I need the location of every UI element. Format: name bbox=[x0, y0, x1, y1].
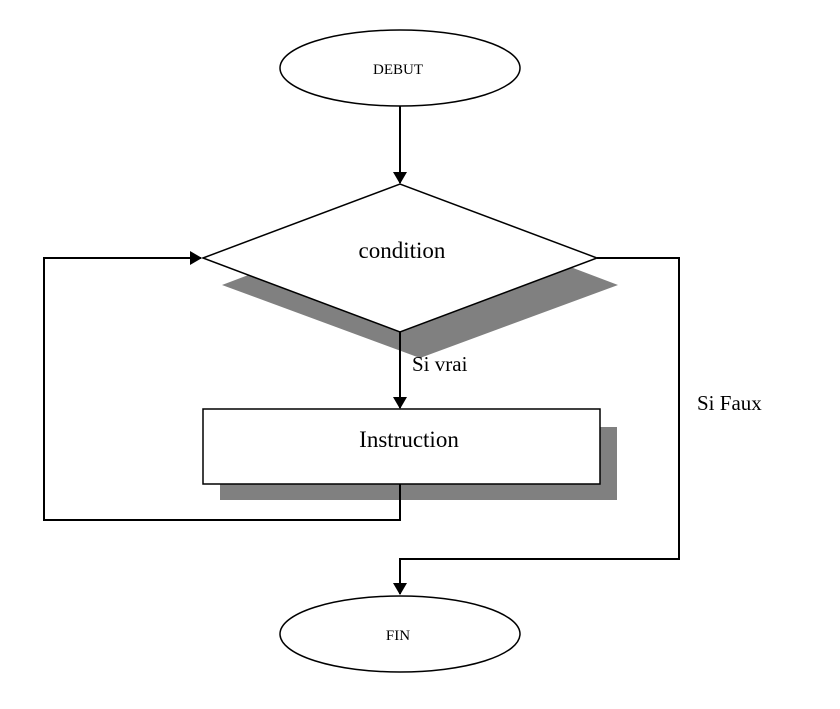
edge-loop-back bbox=[43, 251, 401, 521]
instruction-label: Instruction bbox=[359, 427, 459, 452]
condition-label: condition bbox=[359, 238, 446, 263]
instruction-node bbox=[202, 408, 601, 485]
false-branch-label: Si Faux bbox=[697, 391, 762, 415]
edge-false-branch bbox=[393, 257, 680, 595]
true-branch-label: Si vrai bbox=[412, 352, 468, 376]
start-label: DEBUT bbox=[373, 62, 423, 78]
end-node bbox=[279, 595, 521, 673]
end-label: FIN bbox=[386, 628, 410, 644]
